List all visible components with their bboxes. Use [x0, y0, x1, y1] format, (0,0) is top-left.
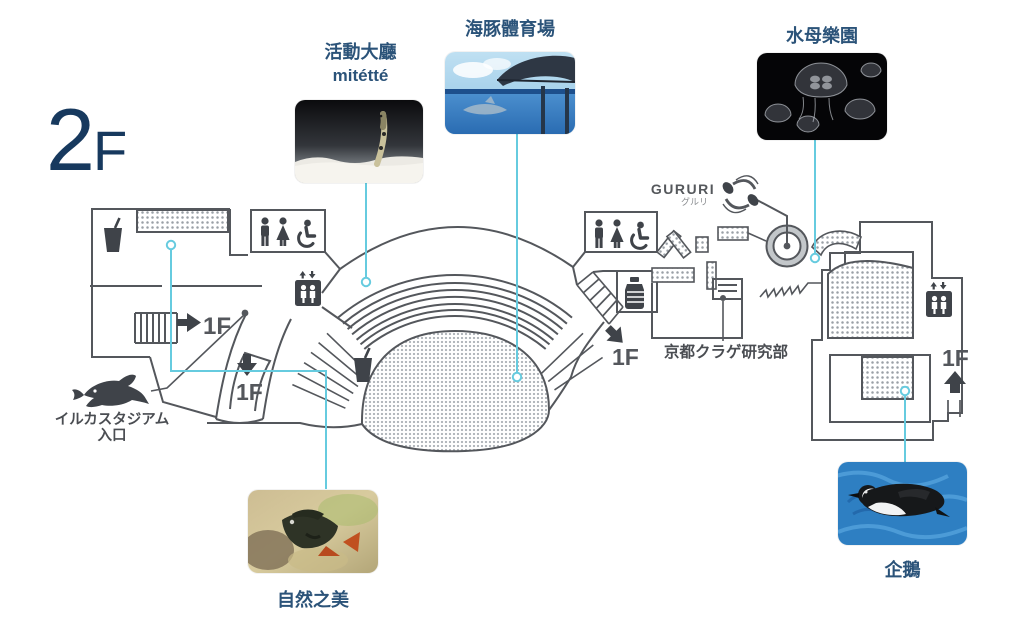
floor-1f-label: 1F — [612, 344, 639, 370]
restroom-icon — [610, 219, 624, 248]
moon-jellyfish-photo — [757, 53, 887, 140]
floor-suffix: F — [92, 119, 128, 182]
restroom-room-right — [595, 219, 650, 251]
wheelchair-icon — [629, 219, 650, 251]
jellyfish-lab-room — [651, 278, 743, 341]
restroom-icon — [276, 217, 290, 246]
gururi-title: GURURI — [651, 181, 715, 197]
zone-label-jellyfish: 水母樂園 — [786, 26, 858, 46]
zone-label-event-hall-main: 活動大廳 — [324, 42, 397, 62]
side-steps-right — [540, 332, 604, 391]
zone-label-penguin: 企鵝 — [884, 560, 921, 580]
dark-fish-photo — [248, 490, 378, 573]
garden-eel-photo — [295, 100, 423, 183]
dolphin-entrance-label-line2: 入口 — [98, 427, 127, 444]
restroom-icon — [595, 219, 603, 248]
gururi-subtitle: グルリ — [681, 196, 708, 207]
elevator-icon — [295, 268, 353, 329]
zigzag-walkway — [651, 226, 767, 290]
gururi-logo — [722, 175, 759, 214]
ring-tank — [756, 199, 809, 268]
drink-icon — [352, 346, 374, 384]
exit-arrow-up: 1F — [942, 345, 969, 393]
dolphin-pool-photo — [445, 52, 575, 134]
floor-1f-label: 1F — [942, 345, 969, 371]
stairs-icon — [134, 312, 178, 344]
restroom-room-left — [250, 209, 341, 270]
floor-number-title: 2F — [46, 96, 127, 184]
wheelchair-icon — [296, 217, 317, 249]
restroom-icon — [261, 217, 269, 246]
drink-icon — [102, 216, 124, 254]
kyoto-jellyfish-lab-label: 京都クラゲ研究部 — [664, 342, 789, 361]
elevator-icon — [926, 282, 952, 317]
zone-label-event-hall-sub: mitétté — [332, 66, 389, 85]
zone-label-dolphin-stadium: 海豚體育場 — [465, 19, 555, 39]
zone-label-event-hall: 活動大廳 mitétté — [288, 38, 433, 86]
floor-1f-label: 1F — [236, 379, 263, 405]
right-building — [811, 221, 963, 441]
stairs-icon — [576, 271, 624, 325]
nursing-bottle-icon — [625, 277, 644, 309]
floor-number: 2 — [46, 90, 95, 189]
floor-1f-label: 1F — [203, 313, 231, 340]
dolphin-pool-dome — [360, 329, 551, 453]
swimming-penguin-photo — [838, 462, 967, 545]
right-corridor — [572, 211, 658, 325]
dolphin-entrance-label-line1: イルカスタジアム — [55, 411, 170, 428]
sawtooth-walkway — [759, 282, 822, 299]
exit-arrow-down-right: 1F — [605, 325, 639, 370]
zone-label-nature: 自然之美 — [277, 590, 349, 610]
